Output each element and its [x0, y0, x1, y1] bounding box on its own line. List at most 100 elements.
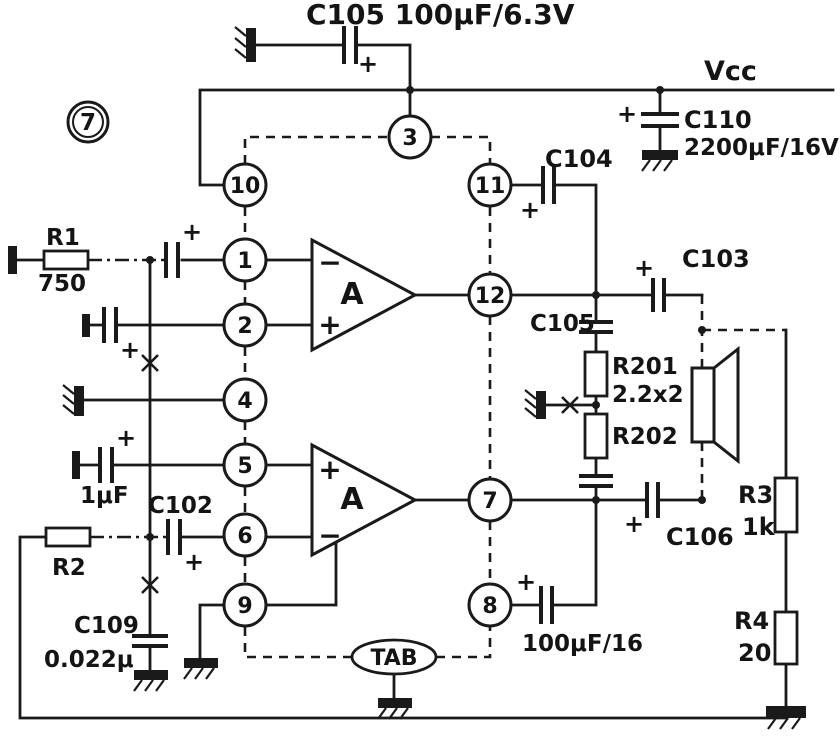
label-pin8-cap-value: 100μF/16 [522, 631, 643, 657]
pin-circle [222, 302, 268, 348]
plus-input2-cap: + [120, 336, 140, 364]
plus-pin8-cap: + [516, 568, 536, 596]
resistor-r202 [583, 412, 609, 460]
resistor-r3 [773, 476, 799, 534]
junction-dot [146, 256, 154, 264]
input-terminal-1uf [72, 451, 80, 479]
pin-2: 2 [222, 302, 268, 348]
ground-pin9 [183, 658, 218, 680]
cap-c103 [651, 278, 666, 312]
plus-1uf-cap: + [116, 424, 136, 452]
cap-input1 [164, 242, 180, 278]
ground-symbols [8, 26, 806, 730]
label-c104: C104 [545, 145, 613, 173]
plus-c106: + [624, 510, 644, 538]
label-c110: C110 [684, 106, 752, 134]
plus-c105-top: + [358, 50, 378, 78]
ground-bar [642, 150, 678, 160]
ground-top-left [234, 26, 256, 62]
label-r202: R202 [612, 424, 678, 450]
pin-number: 6 [237, 524, 252, 549]
pin-1: 1 [222, 237, 268, 283]
label-r1-value: 750 [38, 271, 86, 297]
label-vcc: Vcc [704, 56, 757, 87]
opamp-minus-input: − [318, 519, 341, 552]
label-r201-value: 2.2x2 [612, 382, 684, 408]
tab-label: TAB [370, 646, 417, 671]
label-r1: R1 [46, 225, 80, 251]
pin-9: 9 [222, 582, 268, 628]
plus-c102: + [184, 548, 204, 576]
label-c110-value: 2200μF/16V [684, 135, 839, 161]
label-c106: C106 [666, 523, 734, 551]
ground-hatch [767, 717, 801, 730]
ground-hatch [234, 26, 247, 59]
cap-c105-top [342, 26, 358, 64]
pin-circle [222, 162, 268, 208]
pin-circle [467, 162, 513, 208]
pin-number: 5 [237, 454, 252, 479]
label-r4-value: 20 [738, 639, 771, 667]
ground-bar [536, 391, 546, 419]
label-c105-mid: C105 [530, 311, 595, 337]
pin-4: 4 [222, 377, 268, 423]
dashed-ic-internal-wires [243, 135, 786, 659]
resistor-r1 [42, 249, 90, 271]
junction-dot [592, 401, 600, 409]
tab-outline [350, 638, 438, 676]
label-r3: R3 [738, 481, 773, 509]
ground-r201-tap [524, 389, 546, 419]
label-1uf: 1μF [80, 483, 129, 509]
ic-pins: 10 3 11 1 2 12 4 5 6 7 9 8 [222, 114, 513, 628]
opamp-triangle [310, 442, 419, 558]
figure-number: 7 [80, 110, 96, 136]
cap-c106 [645, 482, 660, 518]
ground-hatch [524, 389, 537, 418]
label-r4: R4 [734, 607, 769, 635]
label-c103: C103 [682, 245, 750, 273]
x-marks [141, 354, 579, 594]
ground-pin4 [62, 384, 84, 416]
ground-c109 [133, 670, 168, 692]
plus-input1-cap: + [182, 218, 202, 246]
ground-tab [377, 698, 412, 720]
label-c109: C109 [74, 613, 139, 639]
component-labels: C105 100μF/6.3V Vcc C110 2200μF/16V C104… [38, 0, 839, 673]
cap-input2 [102, 307, 118, 343]
opamp-minus-input: − [318, 246, 341, 279]
cap-pin8-bootstrap [539, 586, 554, 624]
pin-3: 3 [387, 114, 433, 160]
ground-hatch [183, 667, 215, 680]
plus-c110: + [617, 100, 637, 128]
ground-hatch [62, 384, 75, 415]
pin-number: 11 [475, 174, 506, 199]
pin-circle [222, 582, 268, 628]
plus-c104: + [520, 196, 540, 224]
opamp-label: A [340, 482, 364, 517]
pin-circle [467, 272, 513, 318]
pin-number: 10 [230, 174, 261, 199]
pin-circle [222, 237, 268, 283]
speaker [690, 345, 740, 465]
ground-bar [378, 698, 412, 708]
opamp-label: A [340, 277, 364, 312]
ground-c110 [641, 150, 678, 172]
tab-terminal: TAB [350, 638, 438, 676]
label-r2: R2 [52, 555, 86, 581]
pin-circle [467, 477, 513, 523]
pin-8: 8 [467, 582, 513, 628]
resistor-r201 [583, 350, 609, 398]
junction-dot [656, 86, 664, 94]
pin-10: 10 [222, 162, 268, 208]
pin-number: 2 [237, 314, 252, 339]
cap-c104 [541, 166, 556, 204]
pin-circle [387, 114, 433, 160]
pin-number: 7 [482, 489, 497, 514]
label-r201: R201 [612, 354, 678, 380]
ground-bar [766, 706, 806, 718]
junction-dot [592, 496, 600, 504]
pin-circle [467, 582, 513, 628]
junction-dot [406, 86, 414, 94]
opamp-triangle [310, 237, 419, 353]
